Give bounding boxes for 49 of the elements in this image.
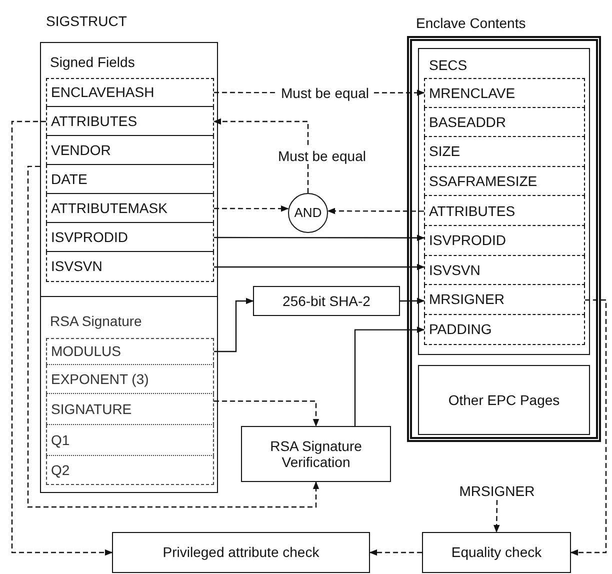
- arrow: [400, 298, 425, 304]
- process-box: Other EPC Pages: [418, 365, 590, 435]
- field-row: SIGNATURE: [46, 394, 214, 425]
- field-row: VENDOR: [46, 136, 214, 165]
- field-row: ENCLAVEHASH: [46, 78, 214, 107]
- arrow: [354, 326, 425, 426]
- edge-label: Must be equal: [278, 84, 372, 100]
- and-gate-circle: AND: [288, 193, 328, 233]
- arrow: [11, 120, 113, 556]
- process-box: 256-bit SHA-2: [253, 286, 400, 316]
- field-row: ATTRIBUTEMASK: [46, 194, 214, 223]
- field-row: ISVPRODID: [46, 223, 214, 252]
- arrow: [214, 298, 254, 352]
- arrow: [27, 166, 320, 508]
- field-row: PADDING: [424, 314, 585, 345]
- process-box: RSA Signature Verification: [241, 426, 391, 482]
- field-row: MODULUS: [46, 338, 214, 365]
- arrow: [213, 118, 309, 193]
- arrow: [214, 264, 425, 270]
- field-row: BASEADDR: [424, 108, 585, 138]
- arrow: [493, 500, 500, 533]
- field-row: MRENCLAVE: [424, 78, 585, 108]
- process-box: Equality check: [422, 532, 571, 573]
- field-row: Q2: [46, 456, 214, 485]
- field-row: SIZE: [424, 137, 585, 167]
- field-row: Q1: [46, 425, 214, 456]
- heading: SIGSTRUCT: [46, 13, 127, 30]
- field-row: MRSIGNER: [424, 285, 585, 315]
- field-row: ATTRIBUTES: [46, 107, 214, 136]
- arrow: [570, 299, 607, 556]
- structure-box: [418, 48, 590, 355]
- field-row: EXPONENT (3): [46, 365, 214, 394]
- arrow: [214, 400, 320, 427]
- heading: SECS: [429, 57, 468, 74]
- field-row: ISVSVN: [46, 252, 214, 282]
- arrow: [369, 549, 422, 556]
- field-row: DATE: [46, 165, 214, 194]
- heading: RSA Signature: [50, 313, 142, 330]
- arrow: [214, 205, 289, 212]
- heading: Signed Fields: [50, 54, 135, 70]
- heading: Enclave Contents: [416, 15, 526, 32]
- field-row: ISVPRODID: [424, 226, 585, 256]
- field-row: ISVSVN: [424, 256, 585, 286]
- field-row: ATTRIBUTES: [424, 196, 585, 226]
- arrow: [214, 234, 425, 242]
- field-row: SSAFRAMESIZE: [424, 166, 585, 196]
- arrow: [327, 208, 424, 214]
- process-box: Privileged attribute check: [112, 532, 370, 573]
- input-label: MRSIGNER: [450, 482, 544, 500]
